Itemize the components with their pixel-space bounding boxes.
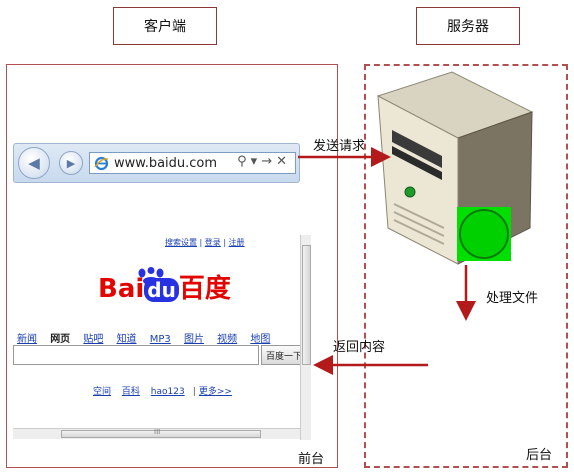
- server-frame: [364, 64, 568, 468]
- forward-button[interactable]: ▶: [59, 151, 83, 175]
- nav-zhidao[interactable]: 知道: [116, 334, 137, 345]
- baidu-nav: 新闻 网页 贴吧 知道 MP3 图片 视频 地图: [17, 330, 280, 345]
- vertical-scrollbar[interactable]: [300, 235, 311, 440]
- server-corner-label: 后台: [526, 448, 553, 463]
- scroll-grip: III: [154, 428, 161, 436]
- vertical-scroll-thumb[interactable]: [302, 245, 311, 365]
- login-link[interactable]: 登录: [204, 238, 221, 247]
- forward-arrow-icon: ▶: [66, 156, 76, 170]
- logo-bai: Bai: [98, 274, 145, 304]
- nav-video[interactable]: 视频: [217, 334, 238, 345]
- nav-map[interactable]: 地图: [250, 334, 271, 345]
- baidu-search-input[interactable]: [13, 345, 259, 365]
- horizontal-scroll-thumb[interactable]: III: [61, 428, 261, 438]
- address-action-icons[interactable]: ⚲▾→✕: [237, 154, 291, 169]
- logo-du: du: [144, 278, 179, 302]
- horizontal-scrollbar[interactable]: III: [13, 428, 300, 439]
- server-tower-icon: [376, 71, 534, 265]
- url-text: www.baidu.com: [114, 155, 218, 171]
- nav-news[interactable]: 新闻: [17, 334, 37, 345]
- back-arrow-icon: ◀: [28, 154, 40, 172]
- client-title-box: 客户端: [113, 7, 217, 45]
- search-settings-link[interactable]: 搜索设置: [165, 238, 197, 247]
- bottom-links: 空间 百科 hao123| 更多>>: [93, 387, 232, 397]
- nav-mp3[interactable]: MP3: [149, 334, 171, 345]
- client-frame: [6, 64, 338, 468]
- server-title: 服务器: [447, 19, 489, 35]
- link-baike[interactable]: 百科: [121, 387, 140, 397]
- response-label: 返回内容: [333, 340, 386, 355]
- client-corner-label: 前台: [298, 452, 325, 467]
- link-hao123[interactable]: hao123: [150, 387, 185, 397]
- process-label: 处理文件: [486, 291, 539, 306]
- nav-web[interactable]: 网页: [50, 334, 71, 345]
- back-button[interactable]: ◀: [18, 147, 50, 179]
- process-indicator-circle: [459, 209, 509, 259]
- request-label: 发送请求: [313, 139, 366, 154]
- client-title: 客户端: [144, 19, 186, 35]
- link-more[interactable]: 更多>>: [198, 387, 232, 397]
- register-link[interactable]: 注册: [228, 238, 245, 247]
- ie-icon: [94, 156, 109, 171]
- link-space[interactable]: 空间: [93, 387, 112, 397]
- server-title-box: 服务器: [416, 7, 520, 45]
- process-indicator: [457, 207, 511, 261]
- page-top-links: 搜索设置 | 登录 | 注册: [165, 238, 245, 247]
- nav-tieba[interactable]: 贴吧: [83, 334, 104, 345]
- address-bar[interactable]: www.baidu.com ⚲▾→✕: [89, 152, 296, 174]
- nav-images[interactable]: 图片: [183, 334, 204, 345]
- logo-baidu-cn: 百度: [178, 274, 231, 304]
